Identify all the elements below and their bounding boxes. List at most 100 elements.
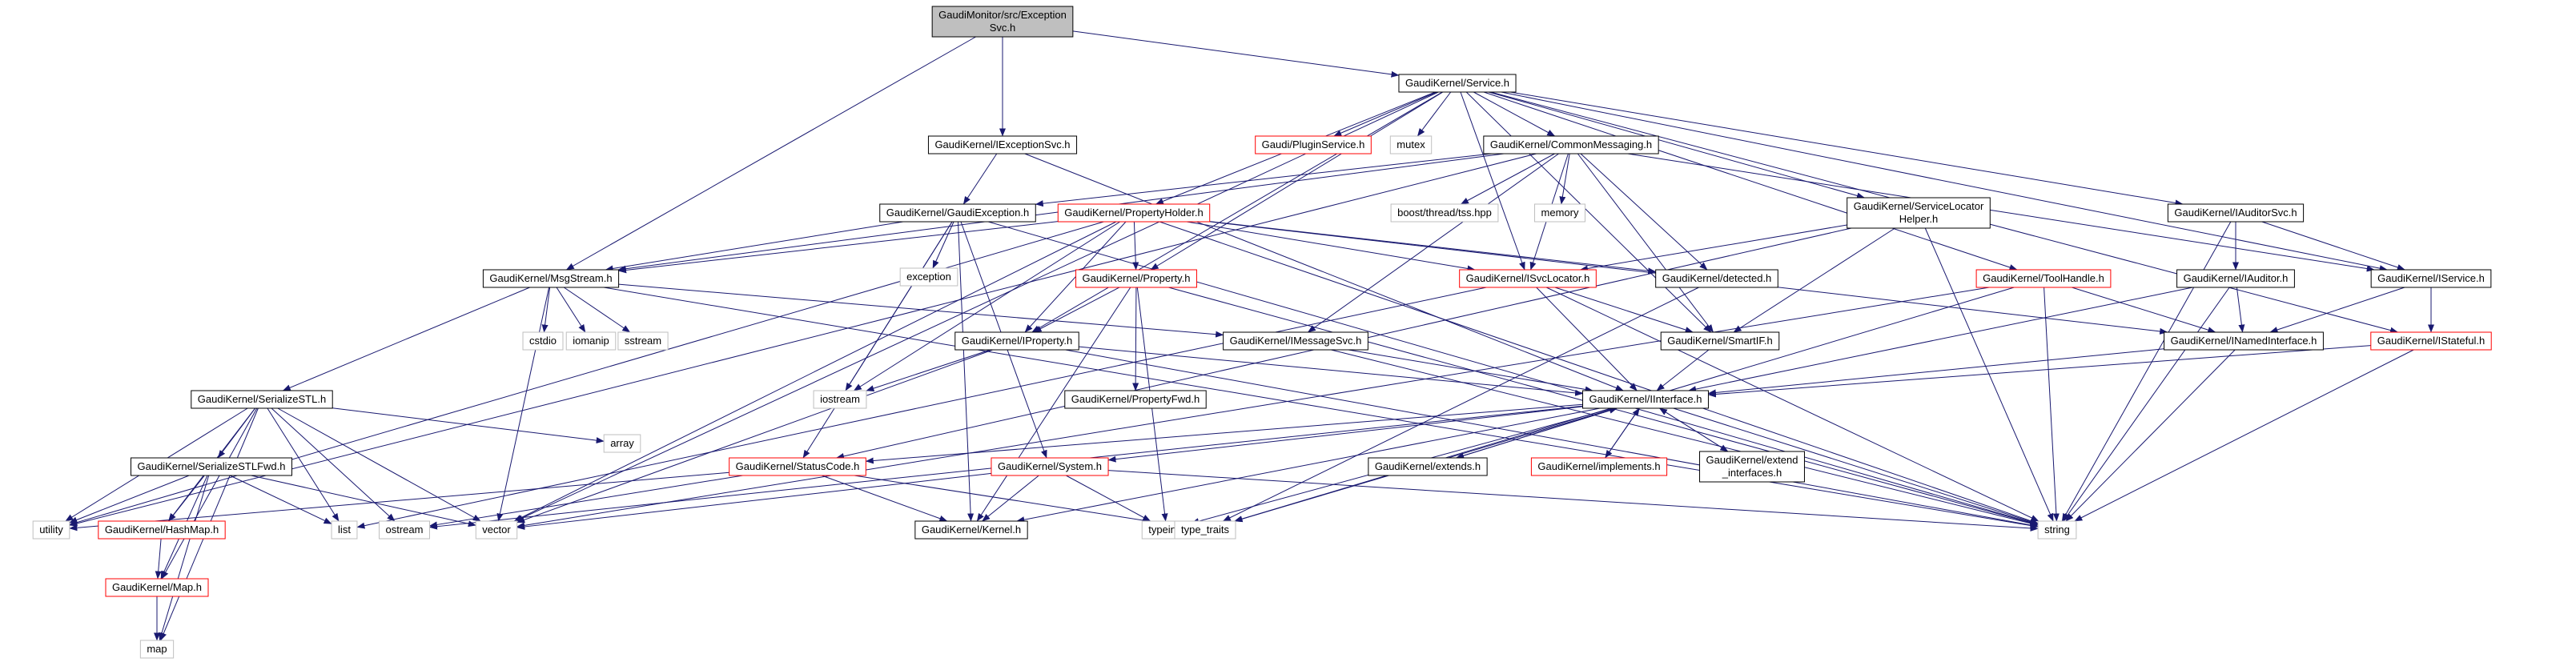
node-box [1530, 457, 1668, 476]
node-label: GaudiKernel/PropertyFwd.h [1071, 393, 1200, 405]
edge-property-to-kernel [976, 287, 1131, 522]
node-msgstream[interactable]: GaudiKernel/MsgStream.h [482, 269, 620, 288]
node-box [2037, 520, 2077, 540]
node-label: type_traits [1181, 524, 1229, 536]
edge-root-to-msgstream [565, 36, 976, 271]
node-label: boost/thread/tss.hpp [1397, 207, 1492, 219]
node-property[interactable]: GaudiKernel/Property.h [1075, 269, 1197, 288]
edge-serializestl-to-vector [277, 407, 481, 522]
node-box [1483, 135, 1659, 154]
node-label: GaudiKernel/ISvcLocator.h [1466, 272, 1590, 284]
edge-service-to-vector [515, 91, 1439, 522]
node-serializestl[interactable]: GaudiKernel/SerializeSTL.h [191, 390, 333, 409]
node-root: GaudiMonitor/src/ExceptionSvc.h [931, 6, 1074, 38]
edge-iservice-to-inamedinterface [2269, 287, 2405, 333]
node-label: GaudiKernel/implements.h [1537, 460, 1660, 472]
node-service[interactable]: GaudiKernel/Service.h [1398, 74, 1517, 93]
node-iauditor[interactable]: GaudiKernel/IAuditor.h [2176, 269, 2295, 288]
node-label: string [2044, 524, 2070, 536]
node-serializestlfwd[interactable]: GaudiKernel/SerializeSTLFwd.h [131, 457, 292, 476]
node-pluginservice[interactable]: Gaudi/PluginService.h [1255, 135, 1372, 154]
node-gaudiexception[interactable]: GaudiKernel/GaudiException.h [879, 203, 1036, 223]
edge-msgstream-to-cstdio [541, 287, 551, 333]
node-smartif[interactable]: GaudiKernel/SmartIF.h [1660, 331, 1780, 351]
edge-propertyholder-to-utility [69, 221, 1104, 526]
edge-isvclocator-to-smartif [1554, 287, 1694, 333]
node-box [32, 520, 70, 540]
edge-msgstream-to-iomanip [556, 287, 586, 333]
edge-commonmessaging-to-imessagesvc [1308, 153, 1559, 333]
node-box [1660, 331, 1780, 351]
edge-service-to-mutex [1417, 91, 1452, 137]
edge-service-to-servicelocatorhelper [1488, 91, 1865, 199]
edge-istateful-to-string [2074, 349, 2414, 522]
node-label: iomanip [573, 335, 609, 347]
edge-serializestlfwd-to-utility [69, 475, 190, 524]
node-box [1255, 135, 1372, 154]
edge-serializestlfwd-to-map [159, 475, 210, 641]
node-iexceptionsvc[interactable]: GaudiKernel/IExceptionSvc.h [927, 135, 1078, 154]
node-implements[interactable]: GaudiKernel/implements.h [1530, 457, 1668, 476]
node-box [482, 269, 620, 288]
edge-propertyholder-to-string [1159, 221, 2039, 524]
node-label: GaudiKernel/ToolHandle.h [1983, 272, 2104, 284]
node-box [927, 135, 1078, 154]
node-label: GaudiKernel/SerializeSTL.h [198, 393, 326, 405]
edge-commonmessaging-to-iservice [1627, 153, 2375, 272]
edge-service-to-commonmessaging [1473, 91, 1556, 137]
node-label: _interfaces.h [1722, 467, 1782, 479]
node-label: GaudiKernel/IInterface.h [1589, 393, 1702, 405]
node-array: array [603, 434, 641, 453]
node-imessagesvc[interactable]: GaudiKernel/IMessageSvc.h [1223, 331, 1368, 351]
node-box [191, 390, 333, 409]
node-box [2164, 331, 2324, 351]
edge-serializestlfwd-to-hashmap [168, 475, 205, 522]
node-propertyfwd[interactable]: GaudiKernel/PropertyFwd.h [1064, 390, 1207, 409]
node-label: GaudiKernel/INamedInterface.h [2171, 335, 2317, 347]
edge-imessagesvc-to-iinterface [1348, 349, 1593, 393]
node-label: GaudiKernel/IMessageSvc.h [1230, 335, 1362, 347]
edge-service-to-toolhandle [1483, 91, 2018, 271]
node-box [813, 390, 867, 409]
node-label: Helper.h [1899, 213, 1938, 225]
edge-root-to-service [1072, 30, 1400, 78]
node-toolhandle[interactable]: GaudiKernel/ToolHandle.h [1975, 269, 2112, 288]
node-iinterface[interactable]: GaudiKernel/IInterface.h [1582, 390, 1709, 409]
node-box [1699, 451, 1805, 483]
node-detected[interactable]: GaudiKernel/detected.h [1655, 269, 1778, 288]
node-statuscode[interactable]: GaudiKernel/StatusCode.h [729, 457, 866, 476]
edge-commonmessaging-to-memory [1559, 153, 1570, 205]
node-box [729, 457, 866, 476]
edge-iauditorsvc-to-string [2061, 221, 2232, 522]
node-label: GaudiKernel/GaudiException.h [886, 207, 1030, 219]
node-hashmap[interactable]: GaudiKernel/HashMap.h [98, 520, 226, 540]
node-iservice[interactable]: GaudiKernel/IService.h [2370, 269, 2492, 288]
node-label: sstream [625, 335, 661, 347]
node-propertyholder[interactable]: GaudiKernel/PropertyHolder.h [1057, 203, 1211, 223]
node-inamedinterface[interactable]: GaudiKernel/INamedInterface.h [2164, 331, 2324, 351]
node-kernel[interactable]: GaudiKernel/Kernel.h [914, 520, 1028, 540]
node-map-h[interactable]: GaudiKernel/Map.h [105, 578, 209, 597]
node-extend-interfaces[interactable]: GaudiKernel/extend_interfaces.h [1699, 451, 1805, 483]
edge-iproperty-to-iostream [866, 349, 991, 391]
node-iproperty[interactable]: GaudiKernel/IProperty.h [954, 331, 1079, 351]
node-commonmessaging[interactable]: GaudiKernel/CommonMessaging.h [1483, 135, 1659, 154]
edge-propertyholder-to-iostream [853, 221, 1120, 391]
node-label: GaudiKernel/HashMap.h [105, 524, 219, 536]
node-extends[interactable]: GaudiKernel/extends.h [1368, 457, 1488, 476]
edge-isvclocator-to-string [1545, 287, 2040, 522]
node-box [475, 520, 518, 540]
node-iauditorsvc[interactable]: GaudiKernel/IAuditorSvc.h [2167, 203, 2305, 223]
edge-gaudiexception-to-kernel [957, 221, 975, 522]
node-system[interactable]: GaudiKernel/System.h [991, 457, 1109, 476]
edge-msgstream-to-sstream [563, 287, 631, 333]
node-label: GaudiKernel/IAuditorSvc.h [2174, 207, 2297, 219]
node-box [2370, 331, 2492, 351]
node-istateful[interactable]: GaudiKernel/IStateful.h [2370, 331, 2492, 351]
edge-system-to-vector [516, 472, 992, 530]
node-isvclocator[interactable]: GaudiKernel/ISvcLocator.h [1459, 269, 1597, 288]
edge-msgstream-to-vector [496, 287, 550, 522]
edge-statuscode-to-type-traits [854, 475, 1175, 528]
